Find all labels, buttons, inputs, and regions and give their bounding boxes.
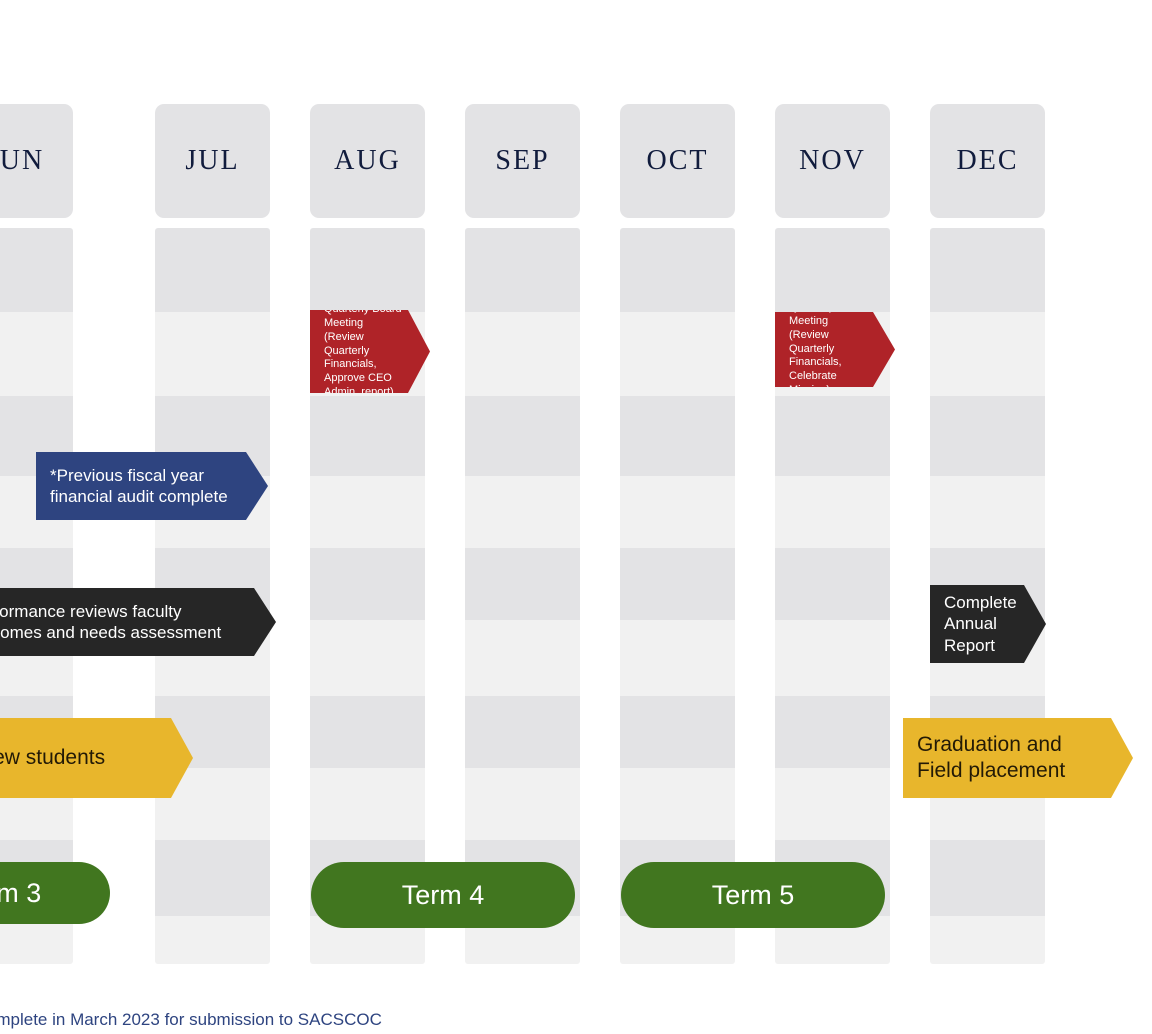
row-stripe — [155, 916, 270, 964]
row-stripe — [775, 396, 890, 476]
month-header-aug: AUG — [310, 104, 425, 218]
row-stripe — [465, 768, 580, 840]
row-stripe — [465, 396, 580, 476]
month-header-jul: JUL — [155, 104, 270, 218]
row-stripe — [775, 476, 890, 548]
row-stripe — [310, 768, 425, 840]
flag-students-label: Recruitment of new students — [4, 745, 106, 769]
month-column-oct — [620, 228, 735, 964]
row-stripe — [310, 228, 425, 312]
row-stripe — [310, 396, 425, 476]
row-stripe — [465, 312, 580, 396]
row-stripe — [775, 228, 890, 312]
row-stripe — [310, 696, 425, 768]
flag-quarterly-board-meeting-aug: Quarterly Board Meeting (Review Quarterl… — [310, 310, 430, 393]
flag-complete-annual-report: Complete Annual Report — [930, 585, 1046, 663]
row-stripe — [930, 476, 1045, 548]
month-header-sep: SEP — [465, 104, 580, 218]
flag-previous-fiscal-year-audit-label: *Previous fiscal year financial audit co… — [50, 465, 228, 506]
row-stripe — [775, 768, 890, 840]
month-header-nov: NOV — [775, 104, 890, 218]
row-stripe — [775, 696, 890, 768]
footnote-text: *Previous fiscal year financial audit co… — [0, 1010, 382, 1029]
row-stripe — [620, 620, 735, 696]
term-pill-4: Term 4 — [311, 862, 575, 928]
row-stripe — [775, 620, 890, 696]
flag-graduation-and-field-placement-label: Graduation and Field placement — [917, 732, 1066, 782]
row-stripe — [465, 476, 580, 548]
row-stripe — [155, 228, 270, 312]
row-stripe — [620, 768, 735, 840]
row-stripe — [0, 228, 73, 312]
row-stripe — [0, 312, 73, 396]
row-stripe — [620, 228, 735, 312]
row-stripe — [155, 840, 270, 916]
row-stripe — [620, 396, 735, 476]
row-stripe — [620, 548, 735, 620]
month-column-jul — [155, 228, 270, 964]
row-stripe — [0, 916, 73, 964]
row-stripe — [775, 548, 890, 620]
row-stripe — [930, 228, 1045, 312]
row-stripe — [310, 548, 425, 620]
month-column-dec — [930, 228, 1045, 964]
flag-quarterly-board-meeting-nov: Quarterly Board Meeting (Review Quarterl… — [775, 312, 895, 387]
month-header-dec: DEC — [930, 104, 1045, 218]
row-stripe — [930, 916, 1045, 964]
row-stripe — [930, 312, 1045, 396]
row-stripe — [310, 620, 425, 696]
row-stripe — [465, 620, 580, 696]
flag-complete-annual-report-label: Complete Annual Report — [944, 593, 1017, 655]
flag-performance-reviews-label: Performance reviews faculty outcomes and… — [0, 601, 222, 642]
row-stripe — [465, 696, 580, 768]
row-stripe — [465, 548, 580, 620]
row-stripe — [465, 228, 580, 312]
month-column-sep — [465, 228, 580, 964]
flag-previous-fiscal-year-audit: *Previous fiscal year financial audit co… — [36, 452, 268, 520]
term-pill-5: Term 5 — [621, 862, 885, 928]
row-stripe — [620, 696, 735, 768]
row-stripe — [620, 312, 735, 396]
flag-students: Recruitment of new students — [0, 718, 193, 798]
flag-quarterly-board-meeting-aug-label: Quarterly Board Meeting (Review Quarterl… — [324, 317, 394, 398]
row-stripe — [155, 312, 270, 396]
flag-performance-reviews: Performance reviews faculty outcomes and… — [0, 588, 276, 656]
row-stripe — [310, 476, 425, 548]
month-header-jun: JUN — [0, 104, 73, 218]
month-header-oct: OCT — [620, 104, 735, 218]
term-pill-3: Term 3 — [0, 862, 110, 924]
row-stripe — [620, 476, 735, 548]
row-stripe — [930, 396, 1045, 476]
row-stripe — [930, 840, 1045, 916]
flag-quarterly-board-meeting-nov-label: Quarterly Board Meeting (Review Quarterl… — [789, 315, 842, 383]
flag-graduation-and-field-placement: Graduation and Field placement — [903, 718, 1133, 798]
